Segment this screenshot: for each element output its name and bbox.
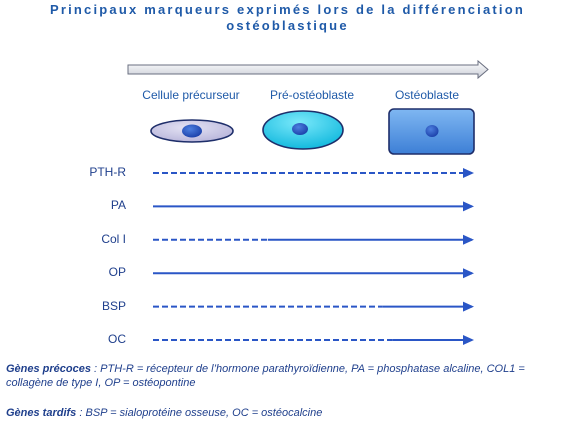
diagram-title-line-1: Principaux marqueurs exprimés lors de la… [49,2,526,17]
marker-arrows [153,168,474,345]
marker-arrow-pth-r [153,168,474,178]
marker-arrow-head [463,301,474,312]
marker-arrow-col-i [153,234,474,245]
marker-arrow-op [153,268,474,279]
marker-arrow-head [463,234,474,245]
marker-arrow-head [463,335,474,345]
footnote-early-genes: Gènes précoces : PTH-R = récepteur de l’… [6,362,572,390]
marker-arrow-head [463,168,474,178]
marker-label-bsp: BSP [101,298,126,313]
footnote-late-text: : BSP = sialoprotéine osseuse, OC = osté… [76,407,323,419]
stage-label-preosteoblast: Pré-ostéoblaste [269,88,355,102]
marker-arrow-oc [153,335,474,345]
footnote-late-heading: Gènes tardifs [6,407,77,419]
precursor-cell-icon [150,119,234,143]
marker-label-op: OP [108,265,126,280]
marker-label-col-i: Col I [101,231,126,246]
footnote-early-text: : PTH-R = récepteur de l’hormone parathy… [6,363,525,389]
marker-arrow-head [463,268,474,279]
footnote-early-heading: Gènes précoces [6,363,91,375]
footnote-late-genes: Gènes tardifs : BSP = sialoprotéine osse… [6,406,572,420]
marker-label-pth-r: PTH-R [89,165,126,179]
stage-label-precursor: Cellule précurseur [142,88,240,102]
diagram-title-line-2: ostéoblastique [226,18,349,33]
osteoblast-cell-icon [388,108,475,155]
stage-label-osteoblast: Ostéoblaste [394,88,460,102]
marker-label-oc: OC [108,332,126,346]
marker-arrow-head [463,201,474,212]
timeline-arrow [127,59,489,80]
marker-label-pa: PA [110,198,126,213]
marker-arrow-pa [153,201,474,212]
preosteoblast-cell-icon [262,110,344,150]
marker-arrow-bsp [153,301,474,312]
